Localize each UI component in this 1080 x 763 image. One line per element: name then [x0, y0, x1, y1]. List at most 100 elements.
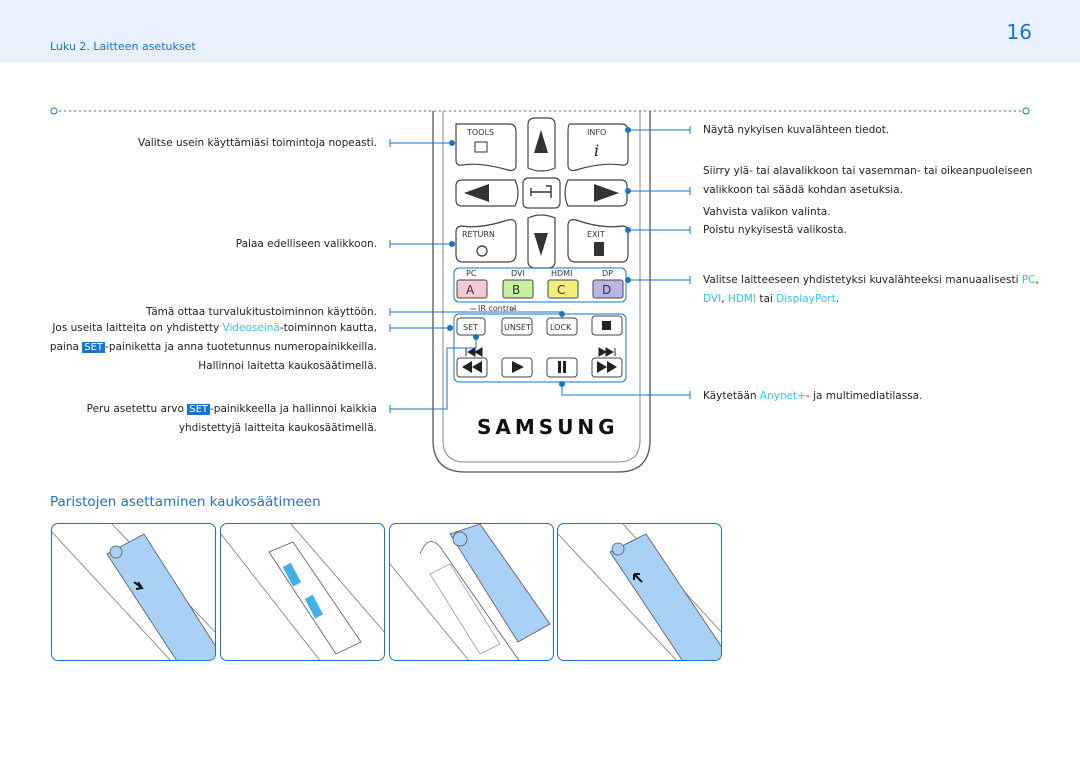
hdmi-link[interactable]: HDMI — [727, 293, 757, 305]
stop-icon — [602, 321, 611, 330]
source-label-hdmi: HDMI — [551, 269, 572, 278]
key-b-button[interactable]: B — [502, 279, 534, 299]
set-label: SET — [463, 323, 478, 332]
section-title: Paristojen asettaminen kaukosäätimeen — [50, 494, 321, 510]
anynet-callout: Käytetään Anynet+- ja multimediatilassa. — [703, 387, 922, 406]
set-callout-line3: Hallinnoi laitetta kaukosäätimellä. — [198, 360, 377, 372]
tools-callout: Valitse usein käyttämiäsi toimintoja nop… — [137, 137, 377, 149]
return-button[interactable]: RETURN — [455, 219, 517, 263]
source-callout-text-a: Valitse laitteeseen yhdistetyksi kuvaläh… — [703, 274, 1022, 286]
source-label-dp: DP — [602, 269, 613, 278]
dvi-link[interactable]: DVI — [703, 293, 722, 305]
nav-right-button[interactable] — [564, 179, 628, 207]
unset-callout-line1: Peru asetettu arvo SET-painikkeella ja h… — [87, 400, 377, 419]
confirm-callout: Vahvista valikon valinta. — [703, 206, 831, 218]
unset-button[interactable]: UNSET — [501, 317, 533, 336]
pause-button[interactable] — [546, 357, 578, 378]
key-d-label: D — [602, 283, 611, 297]
set-button[interactable]: SET — [456, 317, 486, 336]
anynet-text-a: Käytetään — [703, 390, 760, 402]
source-callout-text-c: , — [721, 293, 728, 305]
lock-callout: Tämä ottaa turvalukitustoiminnon käyttöö… — [146, 306, 377, 318]
lock-label: LOCK — [550, 323, 572, 332]
ir-control-label: IR control — [478, 304, 516, 313]
key-d-button[interactable]: D — [592, 279, 624, 299]
return-icon — [476, 245, 488, 257]
lock-button[interactable]: LOCK — [546, 317, 578, 336]
videowall-link[interactable]: Videoseinä — [222, 322, 280, 334]
source-callout-text-d: tai — [756, 293, 777, 305]
nav-enter-button[interactable] — [522, 177, 561, 209]
source-label-pc: PC — [466, 269, 477, 278]
return-callout: Palaa edelliseen valikkoon. — [235, 238, 377, 250]
tools-icon — [474, 141, 488, 153]
rewind-button[interactable] — [456, 357, 488, 378]
key-a-label: A — [466, 283, 475, 297]
divider-end-right — [1022, 107, 1030, 115]
remote-body-outer — [432, 111, 651, 473]
fast-forward-button[interactable] — [591, 357, 623, 378]
tools-button[interactable]: TOOLS — [455, 123, 517, 172]
set-callout-text-c: paina — [49, 341, 83, 353]
info-label: INFO — [587, 128, 606, 137]
arrow-left-icon — [464, 184, 489, 202]
callout-dots — [447, 127, 631, 387]
rewind-icon — [462, 361, 482, 373]
source-callout-text-b: , — [1035, 274, 1039, 286]
pc-link[interactable]: PC — [1021, 274, 1036, 286]
page-number: 16 — [1006, 20, 1032, 44]
key-a-button[interactable]: A — [456, 279, 488, 299]
info-button[interactable]: INFO i — [567, 123, 629, 172]
source-keys-frame — [453, 267, 627, 303]
anynet-link[interactable]: Anynet+ — [759, 390, 806, 402]
nav-left-button[interactable] — [455, 179, 519, 207]
set-badge-2: SET — [187, 404, 211, 415]
play-icon — [512, 361, 524, 373]
remote-diagram: TOOLS INFO i RETURN EXIT — [50, 107, 1030, 473]
set-callout-text-d: -painiketta ja anna tuotetunnus numeropa… — [105, 341, 377, 353]
info-callout: Näytä nykyisen kuvalähteen tiedot. — [703, 124, 890, 136]
unset-label: UNSET — [504, 323, 531, 332]
set-callout-text-b: -toiminnon kautta, — [279, 322, 377, 334]
slide-up-arrow-icon — [633, 573, 643, 583]
unset-callout-text-b: -painikkeella ja hallinnoi kaikkia — [210, 403, 377, 415]
skip-back-icon — [465, 347, 483, 357]
stop-button[interactable] — [591, 315, 623, 336]
arrow-down-icon — [534, 233, 548, 256]
source-callout-line1: Valitse laitteeseen yhdistetyksi kuvaläh… — [703, 271, 1039, 290]
skip-forward-icon — [598, 347, 616, 357]
callout-lines — [390, 129, 690, 410]
battery-step-2-image — [220, 523, 385, 661]
return-label: RETURN — [462, 230, 495, 239]
nav-callout-line1: Siirry ylä- tai alavalikkoon tai vasemma… — [703, 165, 1033, 177]
key-c-button[interactable]: C — [547, 279, 579, 299]
nav-up-button[interactable] — [527, 117, 556, 172]
battery-step-3-image — [389, 523, 554, 661]
nav-down-button[interactable] — [527, 214, 556, 269]
slide-down-arrow-icon — [133, 581, 144, 590]
exit-button[interactable]: EXIT — [567, 219, 629, 263]
remote-body-inner — [442, 111, 641, 463]
displayport-link[interactable]: DisplayPort — [776, 293, 836, 305]
unset-callout-text-a: Peru asetettu arvo — [86, 403, 188, 415]
battery-icon-2 — [304, 594, 324, 619]
exit-label: EXIT — [587, 230, 605, 239]
anynet-text-b: - ja multimediatilassa. — [806, 390, 923, 402]
source-callout-line2: DVI, HDMI tai DisplayPort. — [703, 290, 839, 309]
callout-ticks — [389, 126, 691, 413]
nav-callout-line2: valikkoon tai säädä kohdan asetuksia. — [703, 184, 903, 196]
battery-step-1-image — [51, 523, 216, 661]
unset-callout-line2: yhdistettyjä laitteita kaukosäätimellä. — [178, 422, 377, 434]
play-button[interactable] — [501, 357, 533, 378]
key-c-label: C — [557, 283, 565, 297]
set-badge: SET — [82, 342, 106, 353]
fast-forward-icon — [597, 361, 617, 373]
info-icon: i — [594, 141, 599, 160]
page-header — [0, 0, 1080, 62]
source-callout-text-e: . — [835, 293, 840, 305]
tools-label: TOOLS — [466, 128, 494, 137]
key-b-label: B — [512, 283, 520, 297]
battery-icon — [282, 562, 302, 587]
exit-icon — [594, 242, 604, 256]
pause-icon — [558, 361, 561, 373]
